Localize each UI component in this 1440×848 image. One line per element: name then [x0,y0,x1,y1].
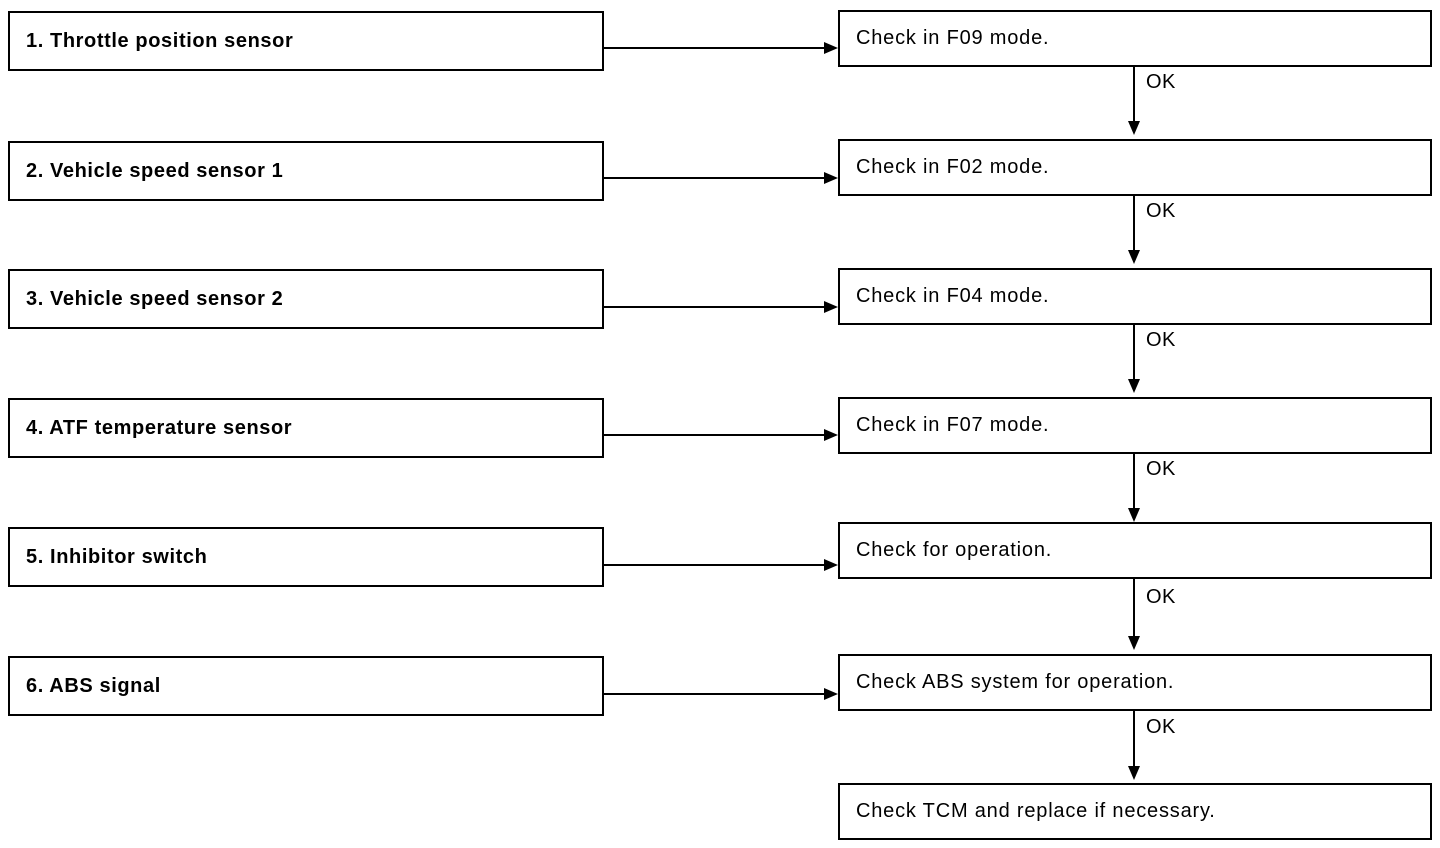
ok-label: OK [1146,458,1176,480]
arrowhead-sensor-3 [824,301,838,313]
ok-label: OK [1146,71,1176,93]
check-box-abs-system: Check ABS system for operation. [838,654,1432,711]
sensor-label: 1. Throttle position sensor [26,29,294,52]
check-label: Check in F07 mode. [856,414,1050,436]
check-box-f09-mode: Check in F09 mode. [838,10,1432,67]
check-box-f07-mode: Check in F07 mode. [838,397,1432,454]
arrowhead-sensor-2 [824,172,838,184]
sensor-label: 4. ATF temperature sensor [26,416,293,439]
check-label: Check in F09 mode. [856,27,1050,49]
sensor-box-atf-temperature: 4. ATF temperature sensor [8,398,604,458]
sensor-box-vehicle-speed-1: 2. Vehicle speed sensor 1 [8,141,604,201]
sensor-box-throttle-position: 1. Throttle position sensor [8,11,604,71]
check-label: Check TCM and replace if necessary. [856,800,1216,822]
ok-label: OK [1146,716,1176,738]
arrowhead-check-5-6 [1128,636,1140,650]
sensor-box-abs-signal: 6. ABS signal [8,656,604,716]
check-box-f02-mode: Check in F02 mode. [838,139,1432,196]
check-box-tcm-replace: Check TCM and replace if necessary. [838,783,1432,840]
arrowhead-sensor-4 [824,429,838,441]
sensor-box-inhibitor-switch: 5. Inhibitor switch [8,527,604,587]
ok-label: OK [1146,200,1176,222]
check-box-f04-mode: Check in F04 mode. [838,268,1432,325]
sensor-label: 2. Vehicle speed sensor 1 [26,159,284,182]
sensor-label: 6. ABS signal [26,674,161,697]
sensor-label: 3. Vehicle speed sensor 2 [26,287,284,310]
arrowhead-sensor-5 [824,559,838,571]
arrowhead-sensor-1 [824,42,838,54]
arrowhead-check-1-2 [1128,121,1140,135]
check-label: Check in F02 mode. [856,156,1050,178]
arrowhead-check-4-5 [1128,508,1140,522]
arrowhead-check-2-3 [1128,250,1140,264]
arrowhead-check-3-4 [1128,379,1140,393]
sensor-box-vehicle-speed-2: 3. Vehicle speed sensor 2 [8,269,604,329]
arrowhead-check-6-7 [1128,766,1140,780]
check-box-operation: Check for operation. [838,522,1432,579]
ok-label: OK [1146,586,1176,608]
ok-label: OK [1146,329,1176,351]
check-label: Check ABS system for operation. [856,671,1175,693]
check-label: Check for operation. [856,539,1053,561]
sensor-label: 5. Inhibitor switch [26,545,208,568]
arrowhead-sensor-6 [824,688,838,700]
check-label: Check in F04 mode. [856,285,1050,307]
